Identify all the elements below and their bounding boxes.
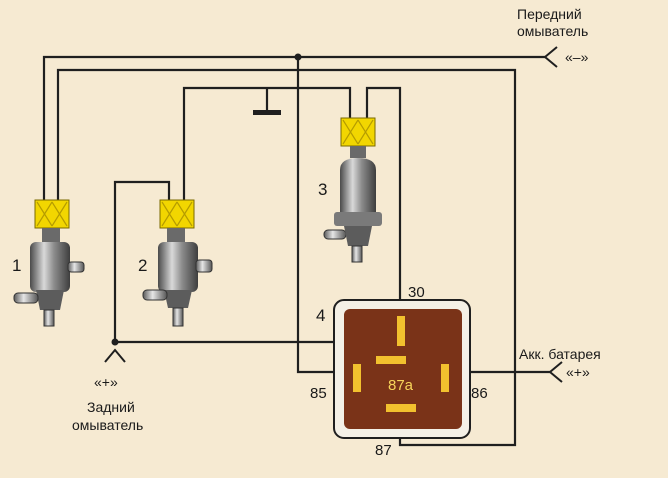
pin-87a-label: 87a	[388, 377, 414, 394]
front-washer-label-line1: Передний	[517, 6, 582, 22]
junction-dot	[111, 338, 119, 346]
washer-2-label: 2	[138, 256, 148, 275]
wire-bus-relay85	[296, 57, 340, 374]
front-minus-label: «–»	[565, 49, 589, 65]
relay-block	[333, 299, 471, 439]
wire-washer2-rear	[113, 180, 171, 338]
terminal-rear-icon	[104, 348, 126, 363]
pin-30-label: 30	[408, 284, 425, 301]
rear-washer-label-line2: омыватель	[72, 417, 144, 433]
wire-front-bus-outer	[42, 55, 545, 200]
relay-pin-87	[386, 404, 416, 412]
wire-ground-washer3	[267, 86, 352, 118]
wires	[42, 55, 550, 447]
junctions	[111, 53, 302, 346]
washer-1-label: 1	[12, 256, 22, 275]
junction-dot	[294, 53, 302, 61]
pin-86-label: 86	[471, 385, 488, 402]
washer-pump-3-icon	[323, 117, 382, 263]
battery-plus-label: «+»	[566, 364, 590, 380]
rear-plus-label: «+»	[94, 374, 118, 390]
terminal-battery-icon	[548, 361, 563, 383]
relay-pin-85	[353, 364, 361, 392]
washer-pump-1-icon	[13, 199, 85, 327]
terminal-front-icon	[543, 46, 558, 68]
wire-washer3-relay30	[365, 86, 402, 310]
wire-front-bus-inner	[56, 68, 517, 447]
washer-pump-2-icon	[142, 199, 213, 327]
washer-3-label: 3	[318, 180, 328, 199]
rear-washer-label-line1: Задний	[87, 399, 135, 415]
ground-icon	[253, 110, 281, 115]
relay-pin-30	[397, 316, 405, 346]
relay-label: 4	[316, 306, 326, 325]
battery-label: Акк. батарея	[519, 346, 601, 362]
wire-washer2-top	[182, 86, 267, 200]
front-washer-label-line2: омыватель	[517, 23, 589, 39]
pin-87-label: 87	[375, 442, 392, 459]
relay-pin-87a	[376, 356, 406, 364]
pin-85-label: 85	[310, 385, 327, 402]
relay-pin-86	[441, 364, 449, 392]
